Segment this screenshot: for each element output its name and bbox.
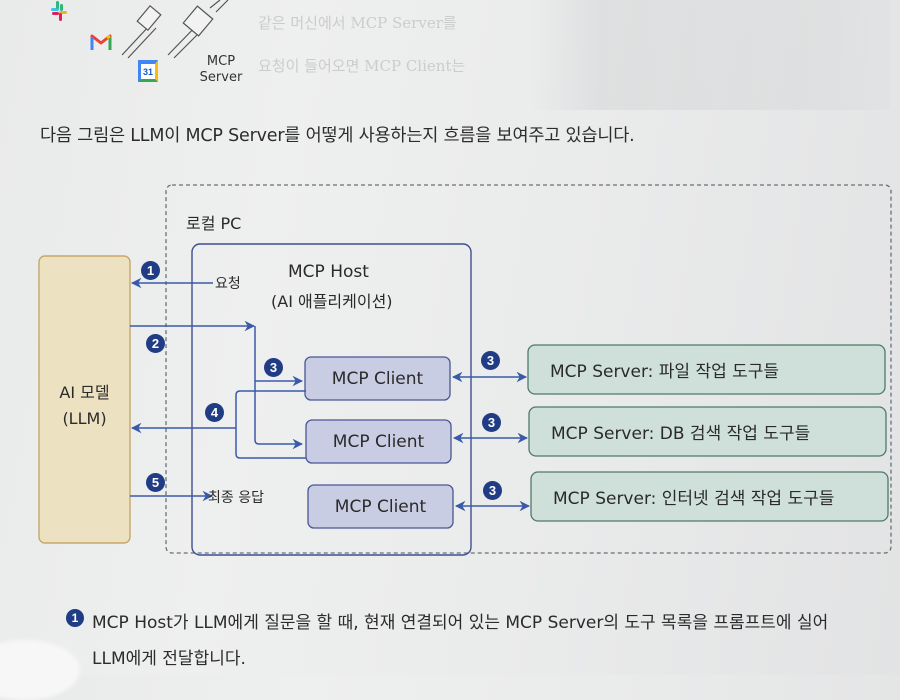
step-badge-4: 4: [205, 403, 224, 422]
mcp-server-box-1: [527, 344, 886, 395]
slack-icon: [51, 1, 67, 21]
footnote-line2: LLM에게 전달합니다.: [92, 649, 246, 669]
mcp-server-illustration-label: MCP Server: [196, 54, 246, 86]
mcp-client-box-1: [304, 356, 451, 401]
label-line1: MCP: [206, 54, 236, 69]
line-step-2-down: [254, 326, 304, 450]
mcp-server-box-2: [528, 406, 887, 457]
footnote-badge: 1: [66, 609, 84, 627]
ai-model-label: AI 모델 (LLM): [39, 380, 130, 432]
calendar-day: 31: [142, 66, 153, 77]
cable-illustration: [121, 0, 229, 59]
ai-model-line1: AI 모델: [59, 383, 110, 402]
line-step-4-client1: [235, 390, 306, 459]
mcp-server-2: MCP Server: DB 검색 작업 도구들: [551, 424, 811, 444]
step-badge-3-server3: 3: [483, 481, 502, 500]
bleed-through-line1: 같은 머신에서 MCP Server를: [258, 14, 457, 32]
mcp-flow-diagram: [38, 184, 892, 556]
step-badge-2: 2: [146, 334, 165, 353]
mcp-client-1: MCP Client: [331, 368, 424, 389]
mcp-client-box-2: [305, 419, 452, 464]
google-calendar-icon: 31: [138, 60, 158, 82]
step-badge-1: 1: [141, 261, 160, 280]
step-badge-5: 5: [146, 473, 165, 492]
step-badge-3-host: 3: [264, 358, 283, 377]
local-pc-label: 로컬 PC: [186, 214, 242, 233]
mcp-host-subtitle: (AI 애플리케이션): [271, 292, 393, 311]
label-line2: Server: [199, 70, 243, 85]
mcp-client-3: MCP Client: [334, 496, 427, 517]
mcp-client-2: MCP Client: [332, 431, 425, 452]
ai-model-box: [38, 255, 131, 544]
final-response-label: 최종 응답: [208, 490, 264, 506]
local-pc-boundary: [165, 184, 892, 554]
request-label: 요청: [215, 276, 241, 292]
step-badge-3-server1: 3: [481, 351, 500, 370]
mcp-server-1: MCP Server: 파일 작업 도구들: [550, 362, 780, 382]
mcp-client-box-3: [307, 484, 454, 529]
intro-text: 다음 그림은 LLM이 MCP Server를 어떻게 사용하는지 흐름을 보여…: [40, 126, 635, 146]
mcp-host-box: [191, 243, 472, 556]
step-badge-3-server2: 3: [482, 413, 501, 432]
ai-model-line2: (LLM): [62, 409, 107, 428]
bleed-through-line2: 요청이 들어오면 MCP Client는: [258, 57, 466, 75]
mcp-server-3: MCP Server: 인터넷 검색 작업 도구들: [553, 489, 835, 509]
footnote-line1: MCP Host가 LLM에게 질문을 할 때, 현재 연결되어 있는 MCP …: [92, 613, 829, 633]
bleed-through-graphic: [530, 0, 890, 110]
gmail-icon: [90, 34, 112, 50]
mcp-host-title: MCP Host: [288, 262, 369, 282]
mcp-server-box-3: [530, 471, 889, 522]
